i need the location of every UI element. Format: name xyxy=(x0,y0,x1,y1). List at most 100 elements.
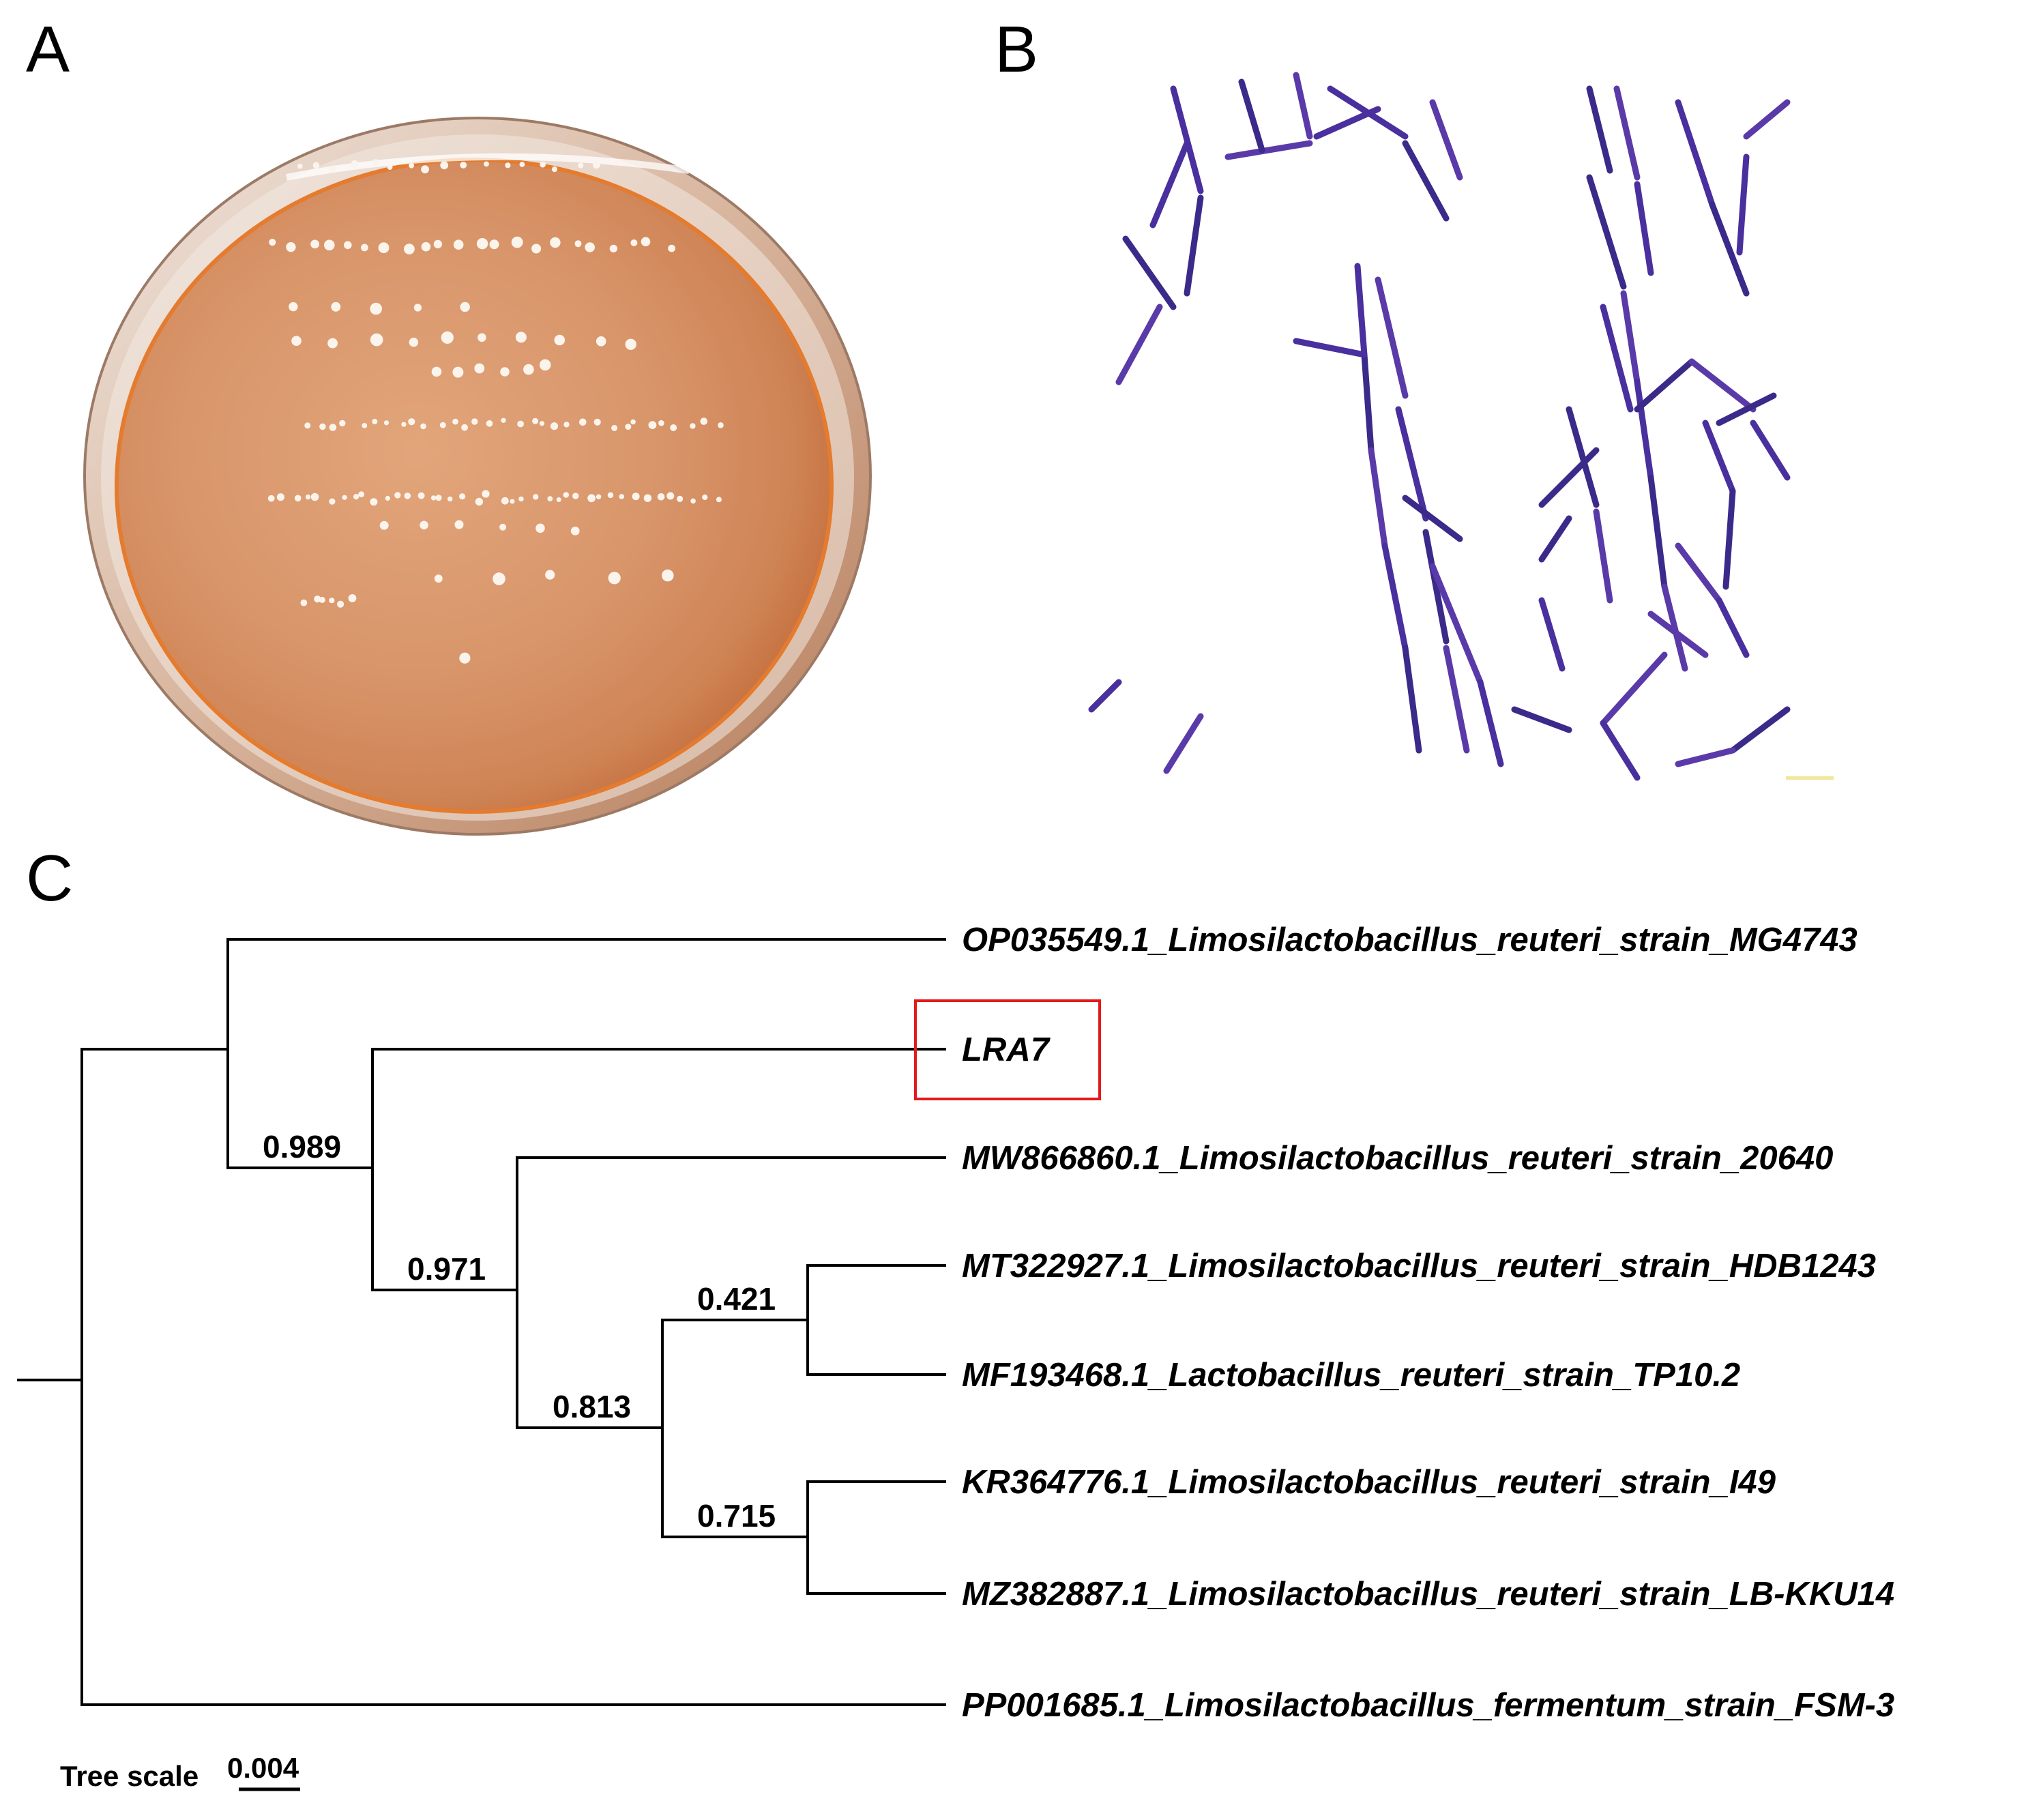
colony xyxy=(319,596,325,603)
colony xyxy=(518,496,524,502)
colony xyxy=(440,161,449,170)
colony xyxy=(609,244,618,253)
colony xyxy=(342,495,347,500)
colony xyxy=(372,159,379,166)
colony xyxy=(515,332,527,343)
colony xyxy=(404,244,415,254)
colony xyxy=(625,338,636,350)
colony xyxy=(394,492,401,499)
panel-b-label: B xyxy=(995,13,1038,86)
colony xyxy=(305,494,311,500)
colony xyxy=(362,423,368,428)
bacterial-rod xyxy=(1600,720,1641,781)
leaf-labels: OP035549.1_Limosilactobacillus_reuteri_s… xyxy=(914,922,1894,1724)
colony xyxy=(461,424,468,431)
tree-scale-label: Tree scale xyxy=(60,1760,199,1792)
colony xyxy=(413,304,422,312)
colony xyxy=(310,239,319,249)
colony xyxy=(547,496,553,501)
colony xyxy=(556,497,561,502)
colony xyxy=(511,236,523,248)
colony xyxy=(434,574,443,583)
colony xyxy=(532,417,539,424)
bacterial-rod xyxy=(1675,747,1736,767)
colony xyxy=(314,596,321,603)
colony xyxy=(493,572,505,585)
colony xyxy=(385,495,390,501)
bacterial-rod xyxy=(1238,78,1265,153)
colony xyxy=(339,420,346,427)
bacterial-rod xyxy=(1293,338,1368,358)
bacterial-rod xyxy=(1729,706,1791,754)
colony xyxy=(387,164,393,171)
colony xyxy=(517,420,524,428)
bacterial-rod xyxy=(1661,583,1688,672)
colony xyxy=(718,422,724,428)
bacterial-rod xyxy=(1381,542,1409,651)
tree-branches xyxy=(17,938,946,1706)
bacterial-rod xyxy=(1293,72,1313,140)
colony xyxy=(460,302,470,312)
colony xyxy=(452,366,464,378)
colony xyxy=(570,527,580,535)
colony xyxy=(505,162,511,168)
bacterial-rod xyxy=(1122,235,1177,310)
colony xyxy=(441,331,454,344)
colony xyxy=(540,161,546,168)
bacterial-rod xyxy=(1722,488,1736,590)
colony xyxy=(478,333,486,342)
bacterial-rod xyxy=(1402,495,1463,542)
colony xyxy=(421,165,429,174)
colony xyxy=(447,496,453,502)
colony xyxy=(337,600,344,608)
bacterial-rod xyxy=(1634,379,1654,481)
bacterial-rod xyxy=(1750,420,1791,481)
colony xyxy=(531,244,542,254)
panel-c-label: C xyxy=(26,842,73,915)
agar-plate-photo xyxy=(83,117,872,836)
colony xyxy=(358,491,365,497)
colony xyxy=(327,338,338,349)
colony xyxy=(379,520,389,530)
colony xyxy=(690,498,696,504)
colony xyxy=(690,423,696,429)
bacterial-rod xyxy=(1184,194,1204,297)
bacterial-rod xyxy=(1634,181,1654,276)
agar-medium xyxy=(115,158,834,814)
bacterial-rod xyxy=(1429,99,1463,181)
colony xyxy=(421,241,431,252)
gram-stain-micrograph xyxy=(1051,72,1849,788)
colony xyxy=(501,417,506,423)
colony xyxy=(596,494,602,499)
colony xyxy=(702,494,708,501)
colony xyxy=(319,423,326,430)
colony xyxy=(329,498,336,505)
leaf-label: MW866860.1_Limosilactobacillus_reuteri_s… xyxy=(962,1140,1833,1177)
colony xyxy=(430,495,437,501)
colony xyxy=(289,302,298,312)
colony xyxy=(291,336,302,347)
colony xyxy=(484,161,489,167)
colony xyxy=(574,240,582,248)
colony xyxy=(613,160,619,166)
colony xyxy=(331,302,341,312)
colony xyxy=(401,422,407,427)
bacterial-rod xyxy=(1647,474,1668,590)
colony xyxy=(578,162,584,168)
colony xyxy=(420,423,426,430)
colony xyxy=(666,492,675,500)
colony xyxy=(657,493,665,501)
bacterial-rod xyxy=(1163,713,1204,774)
leaf-label: OP035549.1_Limosilactobacillus_reuteri_s… xyxy=(962,922,1858,958)
bacterial-rod xyxy=(1170,85,1204,194)
bacterial-rod xyxy=(1088,679,1122,713)
bacterial-rod xyxy=(1327,85,1409,140)
leaf-label: MT322927.1_Limosilactobacillus_reuteri_s… xyxy=(962,1248,1876,1285)
colony xyxy=(372,419,378,424)
colony xyxy=(593,418,601,426)
bacterial-rod xyxy=(1716,597,1750,658)
colony xyxy=(539,359,551,371)
tree-scale-value: 0.004 xyxy=(227,1752,299,1784)
bacterial-rod xyxy=(1675,99,1716,208)
colony xyxy=(453,239,464,250)
